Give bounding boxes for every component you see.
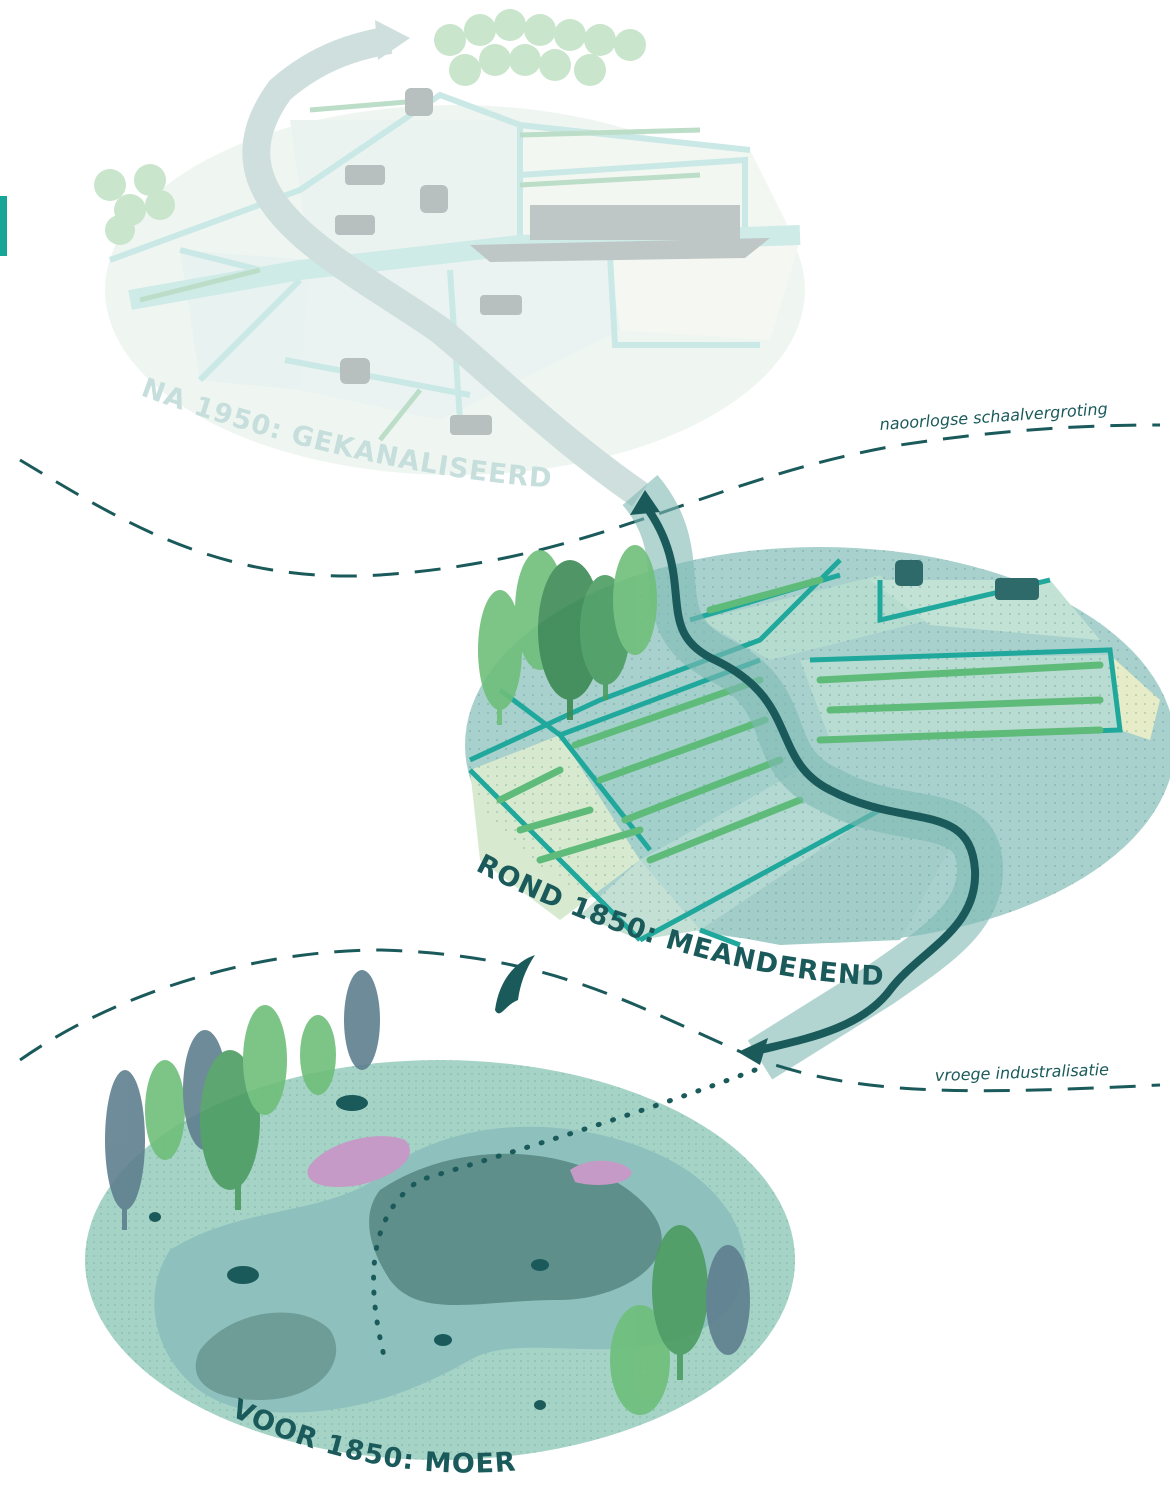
- top-trees: [94, 9, 646, 245]
- transition-line-industrialisatie: [19, 948, 1161, 1093]
- stage-moerasbeek-scene: [85, 955, 795, 1460]
- mid-cows: [895, 560, 1039, 600]
- river-arrow-head: [630, 490, 660, 515]
- bottom-animals: [149, 1095, 549, 1410]
- accent-bar: [0, 196, 7, 256]
- transition-line-schaalvergroting: [19, 423, 1161, 578]
- bird-icon: [495, 955, 535, 1014]
- mid-trees: [478, 545, 657, 725]
- deep-pool: [369, 1153, 662, 1305]
- heath-patch: [307, 1136, 410, 1188]
- meandering-river-arrow: [641, 502, 980, 1054]
- bottom-trees: [105, 970, 750, 1415]
- label-schaalvergroting: naoorlogse schaalvergroting: [879, 399, 1108, 434]
- straightened-course-arrow: [242, 26, 648, 507]
- label-industrialisatie: vroege industralisatie: [934, 1060, 1109, 1085]
- stage-gekanaliseerde-scene: [94, 9, 805, 507]
- barge: [470, 238, 770, 262]
- future-course-dots: [371, 1067, 758, 1363]
- top-cows: [335, 88, 522, 435]
